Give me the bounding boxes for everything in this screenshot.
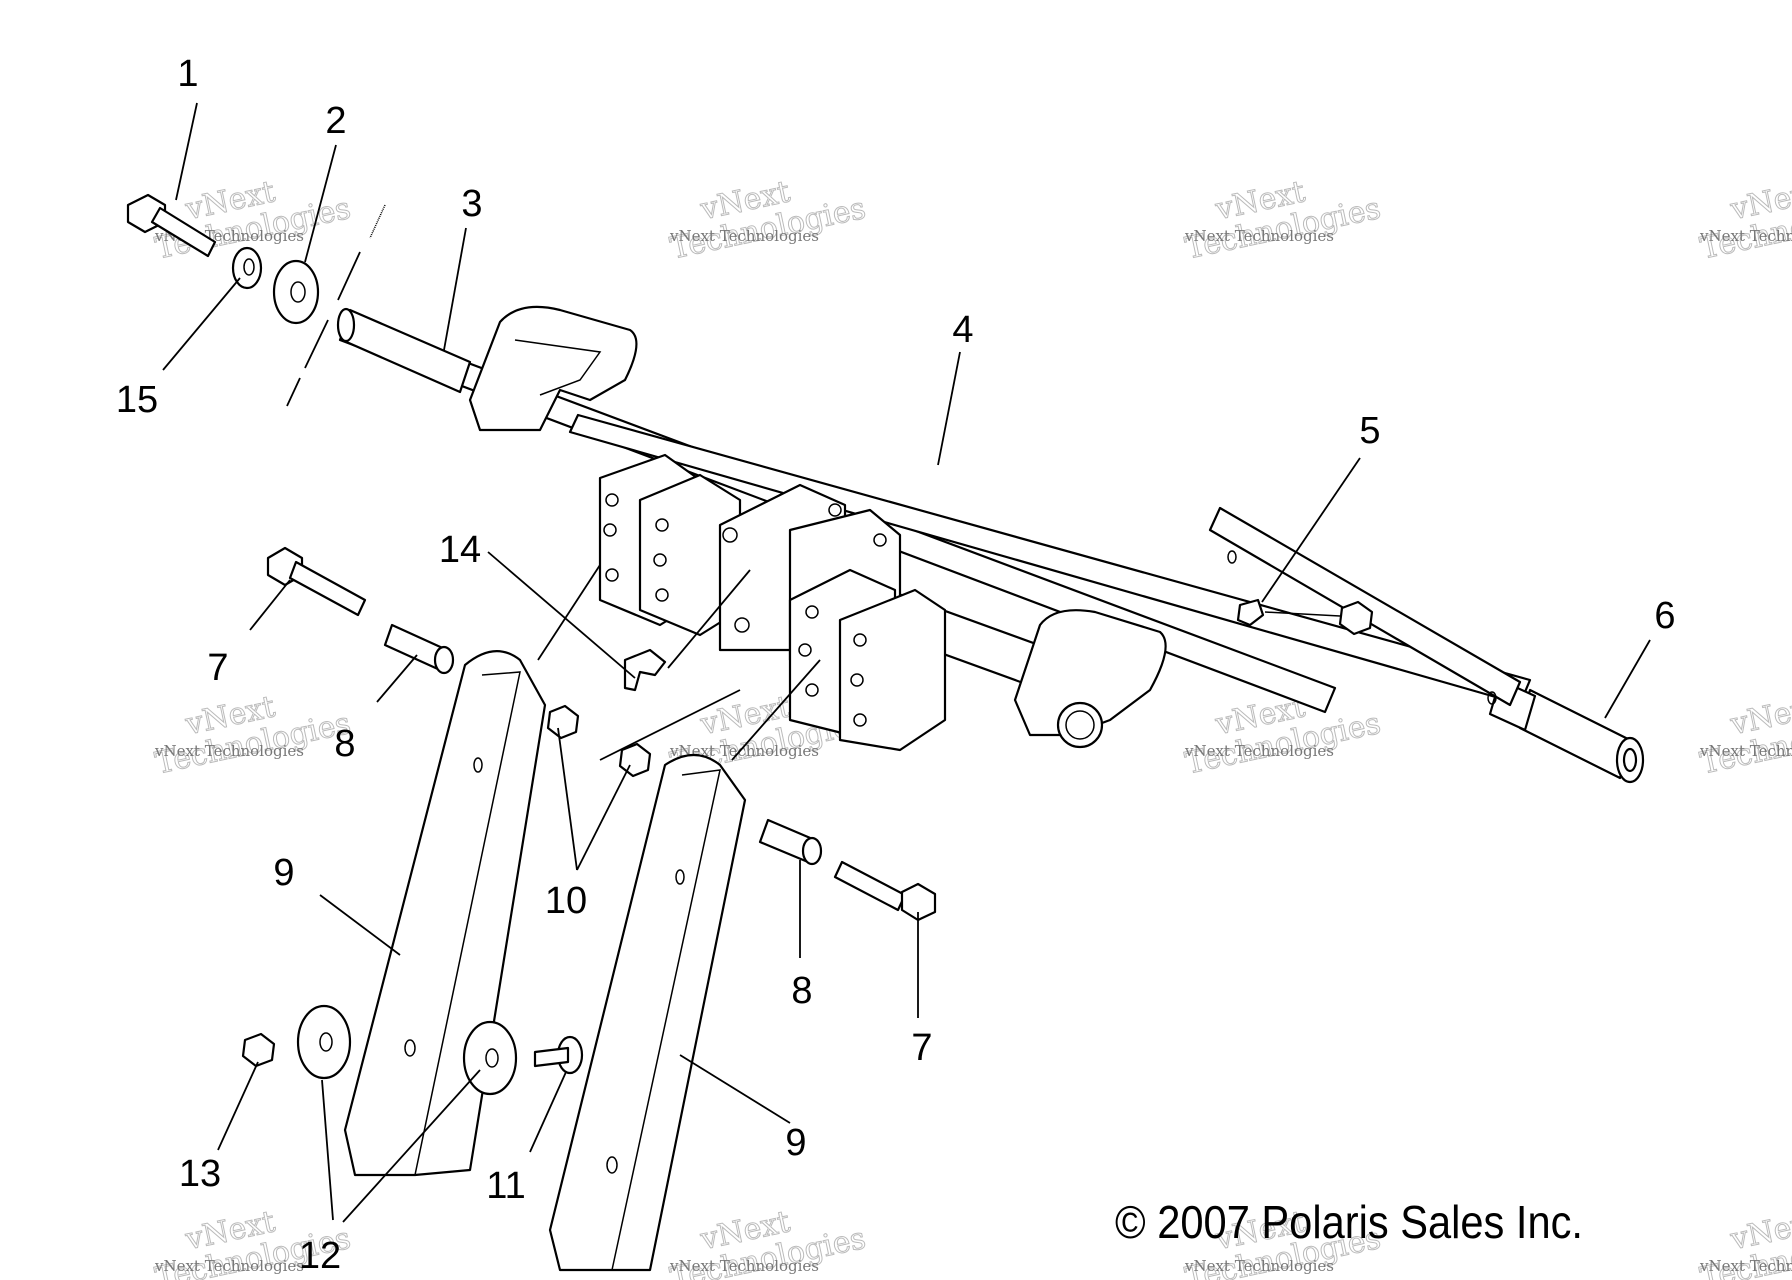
callout-8-lower: 8 <box>791 970 812 1012</box>
watermark-text: vNext Technologies <box>1184 227 1334 245</box>
watermark-text: vNext Technologies <box>1699 227 1792 245</box>
callout-4: 4 <box>952 309 973 351</box>
spacer-8-left <box>383 623 455 675</box>
callout-7-upper: 7 <box>207 647 228 689</box>
grease-fitting-5 <box>1236 598 1374 636</box>
callout-7-lower: 7 <box>911 1027 932 1069</box>
washers-12 <box>296 1004 518 1096</box>
callout-14: 14 <box>439 529 481 571</box>
callout-8-upper: 8 <box>334 723 355 765</box>
callout-13: 13 <box>179 1153 221 1195</box>
spacer-8-right <box>758 818 823 866</box>
front-torque-arm-assembly <box>336 305 1645 784</box>
watermark-text: vNext Technologies <box>1699 742 1792 760</box>
callout-2: 2 <box>325 100 346 142</box>
nuts-10 <box>546 704 652 778</box>
callout-12: 12 <box>299 1235 341 1277</box>
bolt-7-lower <box>833 860 937 922</box>
callout-5: 5 <box>1359 410 1380 452</box>
bolt-1 <box>126 193 217 258</box>
callout-10: 10 <box>545 880 587 922</box>
pin-11 <box>533 1035 584 1075</box>
watermark-text: vNext Technologies <box>154 742 304 760</box>
callout-1: 1 <box>177 53 198 95</box>
link-9-right <box>548 753 747 1272</box>
grease-fitting-14 <box>623 648 667 692</box>
watermark-text: vNext Technologies <box>1699 1257 1792 1275</box>
watermark-text: vNext Technologies <box>669 227 819 245</box>
washer-2 <box>272 259 320 325</box>
nut-13 <box>241 1032 276 1068</box>
watermark-text: vNext Technologies <box>669 742 819 760</box>
callout-15: 15 <box>116 379 158 421</box>
leader-lines <box>162 102 1651 1223</box>
callout-9-upper: 9 <box>273 852 294 894</box>
link-9-left <box>343 650 547 1177</box>
plate-holes <box>603 493 887 727</box>
copyright-notice: © 2007 Polaris Sales Inc. <box>1115 1196 1583 1248</box>
watermark-text: vNext Technologies <box>154 1257 304 1275</box>
callout-3: 3 <box>461 183 482 225</box>
callout-9-lower: 9 <box>785 1122 806 1164</box>
callout-labels: 1 2 3 4 5 6 7 7 8 8 9 9 10 11 12 13 14 1… <box>116 53 1676 1277</box>
watermark-text: vNext Technologies <box>669 1257 819 1275</box>
callout-11: 11 <box>486 1165 525 1207</box>
watermark-text: vNext Technologies <box>1184 742 1334 760</box>
watermark-text: vNext Technologies <box>1184 1257 1334 1275</box>
callout-6: 6 <box>1654 595 1675 637</box>
bolt-7-upper <box>266 546 367 617</box>
